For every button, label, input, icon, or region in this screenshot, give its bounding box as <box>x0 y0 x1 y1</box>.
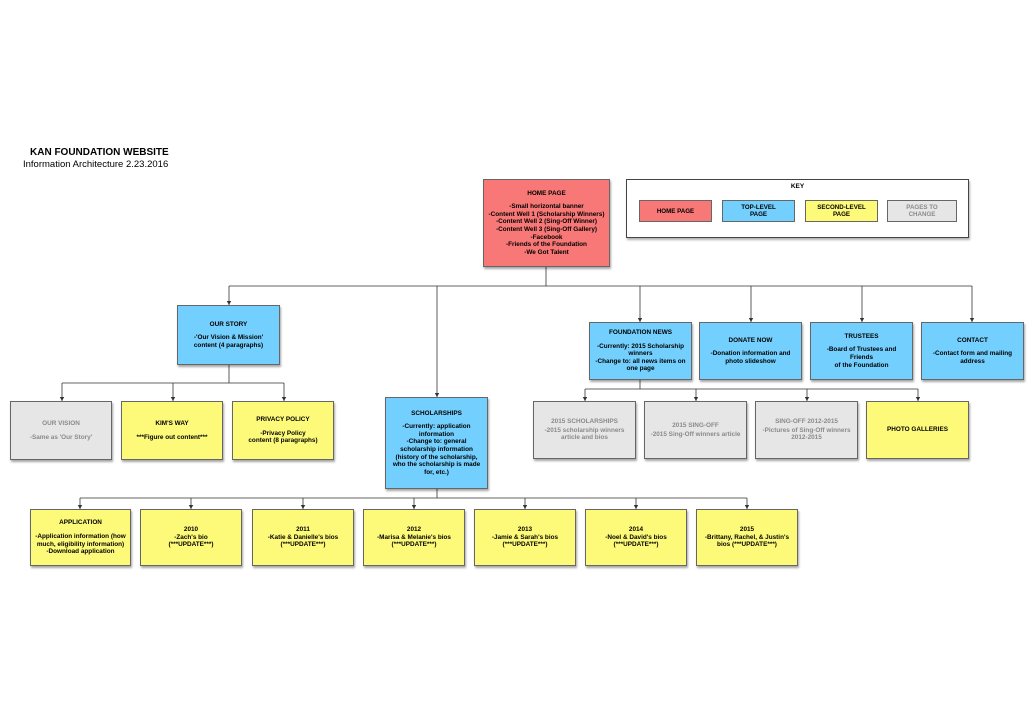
node-scholarships: SCHOLARSHIPS -Currently: application inf… <box>385 397 488 489</box>
node-our-vision: OUR VISION -Same as 'Our Story' <box>10 401 112 460</box>
node-2014: 2014 -Noel & David's bios (***UPDATE***) <box>585 509 687 566</box>
node-body: -Contact form and mailing address <box>932 350 1013 365</box>
connector-arrowhead <box>693 397 699 401</box>
node-body: -Currently: application information -Cha… <box>392 423 481 476</box>
node-body: -Zach's bio (***UPDATE***) <box>168 533 214 549</box>
node-2010: 2010 -Zach's bio (***UPDATE***) <box>140 509 242 566</box>
diagram-header: KAN FOUNDATION WEBSITE Information Archi… <box>23 147 169 171</box>
connector-arrowhead <box>637 318 643 322</box>
node-body: -Same as 'Our Story' <box>29 433 93 441</box>
node-privacy-policy: PRIVACY POLICY -Privacy Policy content (… <box>232 401 334 460</box>
node-title: 2011 <box>296 526 310 534</box>
node-body: -Marisa & Melanie's bios (***UPDATE***) <box>377 533 451 549</box>
node-2012: 2012 -Marisa & Melanie's bios (***UPDATE… <box>363 509 465 566</box>
node-body: -Katie & Danielle's bios (***UPDATE***) <box>267 533 339 549</box>
node-title: 2015 SCHOLARSHIPS <box>551 418 618 426</box>
node-photo-galleries: PHOTO GALLERIES <box>866 401 969 459</box>
node-body: -Board of Trustees and Friends of the Fo… <box>826 346 897 369</box>
node-contact: CONTACT -Contact form and mailing addres… <box>921 322 1024 380</box>
node-foundation-news: FOUNDATION NEWS -Currently: 2015 Scholar… <box>589 322 692 380</box>
connector-arrowhead <box>633 505 639 509</box>
connector-arrowhead <box>859 318 865 322</box>
node-body: -Jamie & Sarah's bios (***UPDATE***) <box>491 533 559 549</box>
node-title: PRIVACY POLICY <box>256 416 310 424</box>
node-title: HOME PAGE <box>527 189 566 197</box>
node-sing-off-2012-2015: SING-OFF 2012-2015 -Pictures of Sing-Off… <box>755 401 858 459</box>
legend-top-level: TOP-LEVEL PAGE <box>722 200 795 222</box>
node-body: -'Our Vision & Mission' content (4 parag… <box>193 334 264 349</box>
node-home-page: HOME PAGE -Small horizontal banner -Cont… <box>483 179 610 267</box>
node-2015: 2015 -Brittany, Rachel, & Justin's bios … <box>696 509 798 566</box>
connector-arrowhead <box>281 397 287 401</box>
connector-arrowhead <box>300 505 306 509</box>
connector-arrowhead <box>969 318 975 322</box>
connector-arrowhead <box>582 397 588 401</box>
node-kims-way: KIM'S WAY ***Figure out content*** <box>121 401 223 460</box>
node-title: 2010 <box>183 526 199 534</box>
connector-arrowhead <box>59 397 65 401</box>
node-2015-scholarships: 2015 SCHOLARSHIPS -2015 scholarship winn… <box>533 401 636 459</box>
connector-arrowhead <box>226 301 232 305</box>
node-body: -Pictures of Sing-Off winners 2012-2015 <box>762 426 851 442</box>
node-title: APPLICATION <box>59 519 102 527</box>
node-title: SCHOLARSHIPS <box>411 409 462 417</box>
connector-arrowhead <box>748 318 754 322</box>
node-title: 2015 SING-OFF <box>672 421 719 429</box>
node-body: -Noel & David's bios (***UPDATE***) <box>605 533 667 549</box>
node-title: SING-OFF 2012-2015 <box>775 418 838 426</box>
node-2015-sing-off: 2015 SING-OFF -2015 Sing-Off winners art… <box>644 401 747 459</box>
node-body: -Privacy Policy content (8 paragraphs) <box>248 429 318 445</box>
node-trustees: TRUSTEES -Board of Trustees and Friends … <box>810 322 913 380</box>
node-title: 2012 <box>406 526 422 534</box>
node-title: 2014 <box>628 526 644 534</box>
node-title: DONATE NOW <box>728 336 773 344</box>
node-title: CONTACT <box>957 336 988 344</box>
legend-title: KEY <box>790 183 805 190</box>
node-donate-now: DONATE NOW -Donation information and pho… <box>699 322 802 380</box>
connector-arrowhead <box>170 397 176 401</box>
node-body: -Small horizontal banner -Content Well 1… <box>488 203 605 256</box>
connector-arrowhead <box>434 393 440 397</box>
legend-home-page: HOME PAGE <box>639 200 712 222</box>
legend-key: KEY HOME PAGE TOP-LEVEL PAGE SECOND-LEVE… <box>626 179 969 238</box>
node-body: -Application information (how much, elig… <box>35 532 126 556</box>
connector-arrowhead <box>77 505 83 509</box>
connector-arrowhead <box>915 397 921 401</box>
node-title: PHOTO GALLERIES <box>887 426 948 434</box>
node-2013: 2013 -Jamie & Sarah's bios (***UPDATE***… <box>474 509 576 566</box>
connector-arrowhead <box>411 505 417 509</box>
connector-arrowhead <box>522 505 528 509</box>
node-title: 2015 <box>739 526 755 534</box>
node-body: -Currently: 2015 Scholarship winners -Ch… <box>595 342 686 373</box>
node-title: OUR VISION <box>42 419 80 427</box>
connector-arrowhead <box>188 505 194 509</box>
node-2011: 2011 -Katie & Danielle's bios (***UPDATE… <box>252 509 354 566</box>
node-title: FOUNDATION NEWS <box>608 329 673 337</box>
node-title: KIM'S WAY <box>155 419 189 427</box>
node-body: -2015 Sing-Off winners article <box>650 430 741 438</box>
node-title: OUR STORY <box>209 320 248 328</box>
node-title: 2013 <box>517 526 533 534</box>
node-body: -Donation information and photo slidesho… <box>710 350 791 365</box>
connector-arrowhead <box>744 505 750 509</box>
node-body: -2015 scholarship winners article and bi… <box>544 426 625 442</box>
diagram-subtitle: Information Architecture 2.23.2016 <box>23 159 169 170</box>
node-body: -Brittany, Rachel, & Justin's bios (***U… <box>704 533 790 549</box>
node-our-story: OUR STORY -'Our Vision & Mission' conten… <box>177 305 280 365</box>
node-title: TRUSTEES <box>844 332 879 340</box>
diagram-title: KAN FOUNDATION WEBSITE <box>30 147 169 158</box>
connector-arrowhead <box>804 397 810 401</box>
legend-pages-to-change: PAGES TO CHANGE <box>887 200 957 222</box>
node-body: ***Figure out content*** <box>136 433 208 441</box>
node-application: APPLICATION -Application information (ho… <box>30 509 131 566</box>
legend-second-level: SECOND-LEVEL PAGE <box>805 200 878 222</box>
